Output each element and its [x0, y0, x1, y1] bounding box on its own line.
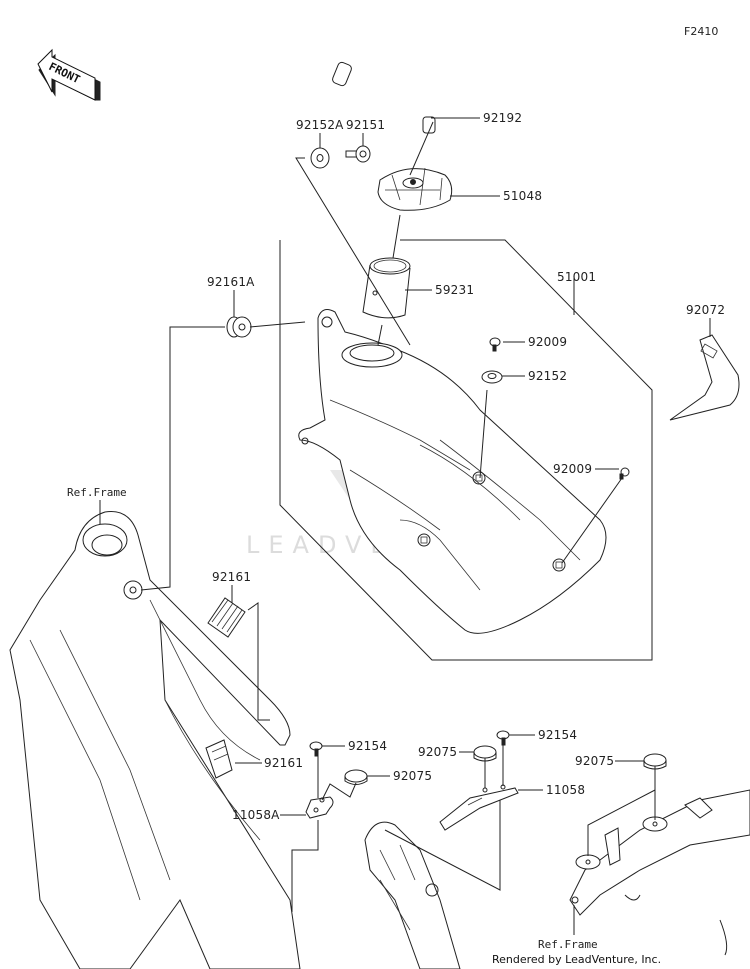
part-label-92161-lower[interactable]: 92161	[264, 756, 303, 770]
fuel-tank[interactable]	[298, 309, 607, 634]
part-label-11058[interactable]: 11058	[546, 783, 585, 797]
front-arrow-icon: FRONT	[37, 48, 101, 101]
bracket-11058a[interactable]	[305, 796, 334, 819]
leader-lines	[99, 117, 711, 935]
washer-92152a[interactable]	[310, 147, 330, 169]
figure-code: F2410	[684, 25, 718, 38]
fuel-cap[interactable]	[377, 167, 453, 211]
damper-92161-lower[interactable]	[205, 739, 233, 779]
part-label-92075-left[interactable]: 92075	[393, 769, 432, 783]
bolt-92154-left[interactable]	[309, 741, 323, 757]
ref-frame-label-left: Ref.Frame	[67, 486, 127, 499]
part-label-59231[interactable]: 59231	[435, 283, 474, 297]
tank-group-outline	[279, 239, 653, 661]
part-label-92009-top[interactable]: 92009	[528, 335, 567, 349]
part-label-92152[interactable]: 92152	[528, 369, 567, 383]
part-label-92154-right[interactable]: 92154	[538, 728, 577, 742]
part-label-92009-right[interactable]: 92009	[553, 462, 592, 476]
part-label-92192[interactable]: 92192	[483, 111, 522, 125]
frame	[9, 510, 301, 969]
subframe	[569, 789, 750, 956]
render-credit: Rendered by LeadVenture, Inc.	[492, 953, 661, 966]
part-label-92161-upper[interactable]: 92161	[212, 570, 251, 584]
part-label-92154-left[interactable]: 92154	[348, 739, 387, 753]
part-label-11058a[interactable]: 11058A	[232, 808, 280, 822]
damper-92075-right[interactable]	[643, 753, 667, 770]
breather-tube[interactable]	[331, 30, 436, 134]
part-label-51001[interactable]: 51001	[557, 270, 596, 284]
damper-92161-upper[interactable]	[207, 597, 246, 638]
damper-92075-left[interactable]	[344, 769, 368, 785]
ref-frame-label-bottom: Ref.Frame	[538, 938, 598, 951]
part-label-92072[interactable]: 92072	[686, 303, 725, 317]
part-labels: 92152A 92151 92192 51048 51001 59231 921…	[67, 111, 725, 951]
damper-92161a[interactable]	[226, 316, 252, 338]
part-label-92075-right[interactable]: 92075	[575, 754, 614, 768]
bolt-92151[interactable]	[345, 145, 371, 163]
screw-92009-top[interactable]	[489, 337, 501, 352]
part-label-51048[interactable]: 51048	[503, 189, 542, 203]
bolt-92154-right[interactable]	[496, 730, 510, 746]
part-label-92075-middle[interactable]: 92075	[418, 745, 457, 759]
washer-92152[interactable]	[481, 370, 503, 384]
screw-92009-right[interactable]	[619, 467, 630, 480]
part-label-92152a[interactable]: 92152A	[296, 118, 344, 132]
frame-middle-section	[364, 821, 461, 969]
part-label-92151[interactable]: 92151	[346, 118, 385, 132]
part-label-92161a[interactable]: 92161A	[207, 275, 255, 289]
filler-neck-strainer[interactable]	[362, 257, 411, 319]
band-strap[interactable]	[669, 334, 740, 421]
bracket-11058[interactable]	[439, 784, 519, 831]
